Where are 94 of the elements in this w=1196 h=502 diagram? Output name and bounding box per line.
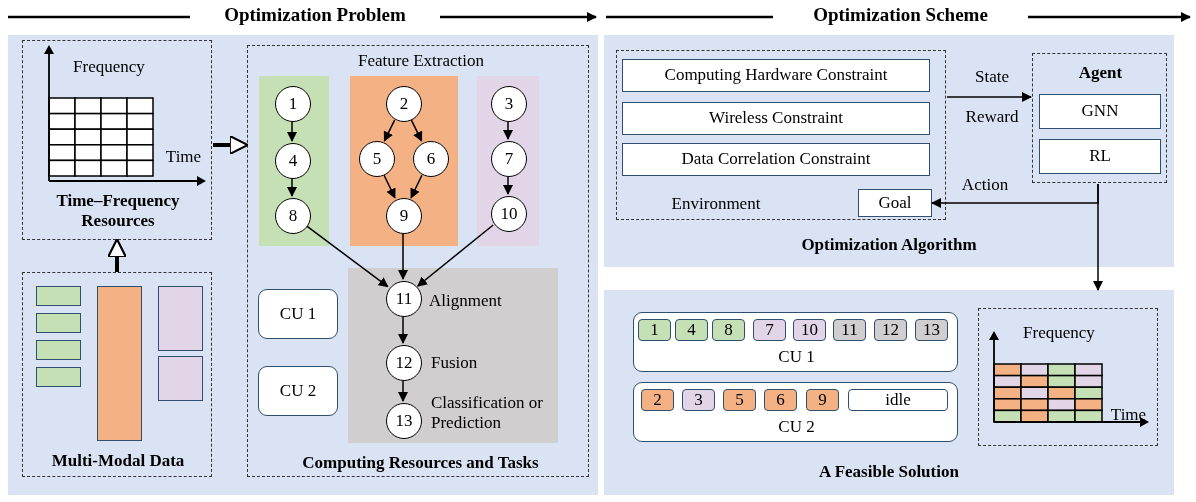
module-box: RL [1039, 139, 1161, 174]
data-bar [36, 367, 81, 387]
constraint-box: Data Correlation Constraint [622, 143, 930, 176]
task-node: 11 [386, 281, 422, 317]
task-node: 7 [491, 141, 527, 177]
data-bar [36, 286, 81, 306]
axis-label: Time [164, 147, 203, 168]
unit-row [633, 312, 958, 372]
arrow [417, 224, 494, 287]
group-title: A Feasible Solution [818, 462, 960, 483]
section-heading: Optimization Problem [223, 4, 407, 27]
edge-label: State Reward [964, 66, 1020, 128]
dashed-frame [1032, 53, 1167, 183]
arrow [306, 225, 389, 288]
axis-label: Frequency [72, 57, 146, 78]
task-block: 9 [806, 389, 839, 411]
module-box: GNN [1039, 94, 1161, 129]
edge-label: Action [960, 175, 1010, 195]
task-node: 6 [413, 141, 449, 177]
arrow [410, 174, 423, 199]
panel [604, 290, 1174, 495]
group-title: Agent [1077, 63, 1124, 84]
group-title: Environment [670, 194, 762, 215]
arrow [398, 316, 408, 344]
arrow [410, 119, 423, 142]
modality-band [348, 268, 558, 443]
data-bar [158, 356, 203, 401]
task-block: 10 [793, 319, 826, 341]
arrow [1093, 183, 1103, 291]
modality-band [477, 76, 539, 246]
data-bar [36, 340, 81, 360]
modality-band [350, 76, 458, 246]
axis-label: Time [1109, 405, 1148, 426]
dashed-frame [978, 308, 1158, 446]
task-block: idle [848, 389, 948, 411]
task-node: 8 [275, 198, 311, 234]
task-block: 11 [833, 319, 866, 341]
modality-band [259, 76, 329, 246]
task-node: 3 [491, 86, 527, 122]
section-heading: Optimization Scheme [812, 4, 989, 27]
task-block: 5 [723, 389, 756, 411]
arrow [213, 134, 249, 156]
arrow [383, 174, 396, 199]
group-title: Time–Frequency Resources [55, 191, 181, 232]
constraint-box: Computing Hardware Constraint [622, 59, 930, 92]
data-bar [36, 313, 81, 333]
stage-label: Fusion [431, 353, 479, 374]
constraint-box: Wireless Constraint [622, 102, 930, 135]
dashed-frame [22, 40, 212, 240]
task-node: 9 [386, 198, 422, 234]
unit-box: CU 1 [258, 289, 338, 339]
dashed-frame [247, 45, 589, 477]
group-title: Feature Extraction [357, 51, 485, 72]
task-block: 12 [874, 319, 907, 341]
arrow [287, 178, 297, 197]
task-node: 12 [386, 345, 422, 381]
group-title: Multi-Modal Data [50, 451, 186, 472]
arrow [383, 119, 396, 142]
task-node: 2 [386, 86, 422, 122]
task-node: 5 [359, 141, 395, 177]
group-title: Computing Resources and Tasks [301, 453, 540, 474]
arrow [946, 92, 1032, 102]
stage-label: Classification or Prediction [431, 393, 544, 434]
task-node: 4 [275, 143, 311, 179]
task-block: 7 [753, 319, 786, 341]
unit-box: CU 2 [258, 366, 338, 416]
task-block: 4 [675, 319, 708, 341]
task-block: 1 [638, 319, 671, 341]
dashed-frame [616, 50, 946, 220]
dashed-frame [22, 272, 212, 477]
arrow [503, 176, 513, 195]
group-title: CU 1 [777, 347, 816, 368]
data-bar [158, 286, 203, 351]
group-title: Optimization Algorithm [800, 235, 978, 256]
task-node: 10 [491, 196, 527, 232]
stage-label: Alignment [429, 291, 503, 312]
task-block: 6 [764, 389, 797, 411]
goal-box: Goal [858, 189, 932, 217]
task-block: 2 [641, 389, 674, 411]
arrow [398, 380, 408, 402]
task-block: 8 [712, 319, 745, 341]
arrow [287, 121, 297, 142]
axis-label: Frequency [1022, 323, 1096, 344]
data-bar [97, 286, 142, 441]
arrow [503, 121, 513, 140]
group-title: CU 2 [777, 417, 816, 438]
panel [604, 35, 1174, 267]
arrow [106, 238, 128, 272]
task-node: 13 [386, 403, 422, 439]
task-block: 3 [682, 389, 715, 411]
task-node: 1 [275, 86, 311, 122]
arrow [398, 233, 408, 280]
task-block: 13 [915, 319, 948, 341]
unit-row [633, 382, 958, 442]
